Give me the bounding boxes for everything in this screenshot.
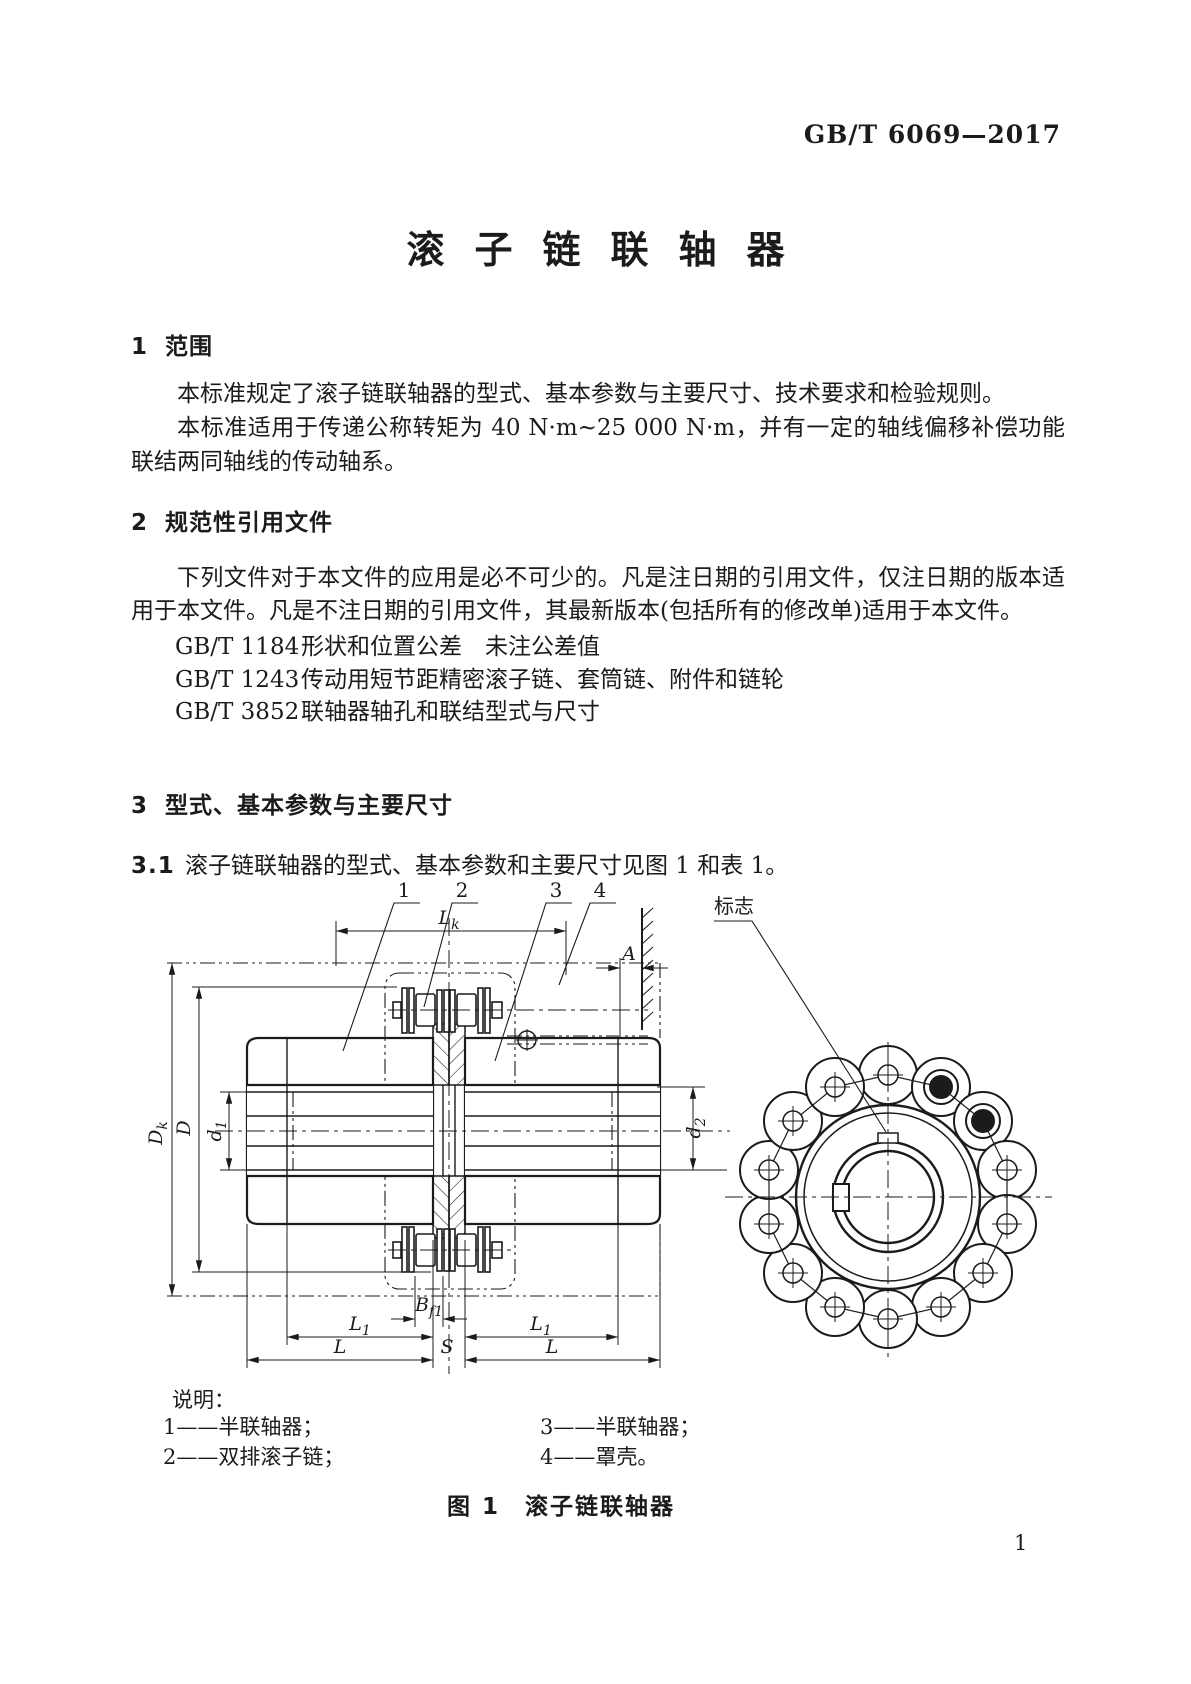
legend-item-1: 1——半联轴器；	[163, 1415, 324, 1439]
reference-code: GB/T 1184	[175, 634, 300, 660]
dimension-d2: d2	[657, 1086, 727, 1171]
left-bore-band	[247, 1085, 433, 1176]
mark-label: 标志	[714, 894, 754, 918]
svg-text:S: S	[440, 1336, 453, 1358]
section1-number: 1	[131, 334, 149, 360]
figure-caption: 图 1 滚子链联轴器	[446, 1494, 675, 1520]
dimension-A: A	[596, 943, 668, 1035]
dimension-Dk: Dk	[145, 962, 176, 1297]
section3-title: 型式、基本参数与主要尺寸	[165, 793, 453, 819]
callout-leaders	[342, 902, 616, 1062]
callout-3: 3	[550, 878, 563, 902]
callout-4: 4	[594, 878, 607, 902]
cover-bolt-icon	[516, 1029, 538, 1051]
dimension-d1: d1	[204, 1091, 250, 1171]
mark-leader: 标志	[714, 894, 887, 1133]
dimension-L1-right: L1	[464, 1313, 619, 1341]
section3-1-text: 滚子链联轴器的型式、基本参数和主要尺寸见图 1 和表 1。	[185, 853, 789, 879]
reference-item: GB/T 1243传动用短节距精密滚子链、套筒链、附件和链轮	[175, 664, 1109, 697]
section3-1-paragraph: 3.1 滚子链联轴器的型式、基本参数和主要尺寸见图 1 和表 1。	[131, 849, 1065, 883]
svg-text:Bf1: Bf1	[414, 1294, 443, 1320]
callout-1: 1	[398, 878, 411, 902]
svg-text:L: L	[333, 1336, 347, 1358]
page-number: 1	[1014, 1531, 1028, 1555]
svg-text:L1: L1	[348, 1313, 371, 1339]
sprocket-teeth-section	[432, 1023, 466, 1239]
dimension-D: D	[173, 986, 431, 1273]
section2-number: 2	[131, 510, 149, 536]
reference-title: 形状和位置公差 未注公差值	[301, 634, 600, 660]
reference-code: GB/T 1243	[175, 666, 300, 693]
svg-text:d1: d1	[204, 1120, 230, 1141]
connecting-link-rollers	[923, 1069, 1001, 1139]
reference-item: GB/T 1184形状和位置公差 未注公差值	[175, 631, 1109, 664]
svg-text:Lk: Lk	[437, 907, 459, 933]
legend-item-4: 4——罩壳。	[540, 1445, 659, 1469]
section3-number: 3	[131, 793, 149, 819]
dimension-Bf1: Bf1	[391, 1294, 467, 1323]
legend-title: 说明：	[172, 1388, 235, 1412]
section1-title: 范围	[165, 334, 213, 360]
dimension-Lk: Lk	[335, 907, 567, 975]
section1-paragraph1: 本标准规定了滚子链联轴器的型式、基本参数与主要尺寸、技术要求和检验规则。	[177, 381, 1005, 407]
left-view-cross-section: 1 2 3 4 Lk A Dk	[145, 878, 730, 1374]
section2-paragraph: 下列文件对于本文件的应用是必不可少的。凡是注日期的引用文件，仅注日期的版本适用于…	[131, 565, 1065, 624]
reference-item: GB/T 3852联轴器轴孔和联结型式与尺寸	[175, 696, 1109, 729]
svg-text:d2: d2	[683, 1117, 709, 1138]
reference-list: GB/T 1184形状和位置公差 未注公差值 GB/T 1243传动用短节距精密…	[131, 631, 1109, 729]
section2-heading: 2 规范性引用文件	[131, 503, 333, 537]
right-half-coupling	[463, 1036, 662, 1226]
svg-text:D: D	[173, 1120, 195, 1136]
fixed-wall	[641, 907, 654, 1030]
dimension-L-left: L	[246, 1336, 434, 1364]
reference-title: 联轴器轴孔和联结型式与尺寸	[301, 699, 600, 725]
section3-heading: 3 型式、基本参数与主要尺寸	[131, 786, 453, 820]
dimension-L-right: L	[464, 1336, 661, 1364]
reference-code: GB/T 3852	[175, 699, 300, 725]
standard-code: GB/T 6069—2017	[803, 120, 1061, 149]
svg-text:L: L	[545, 1336, 559, 1358]
section1-heading: 1 范围	[131, 327, 213, 361]
section2-title: 规范性引用文件	[165, 510, 333, 536]
left-half-coupling	[245, 1036, 435, 1226]
chain-ring	[739, 1045, 1037, 1349]
legend-item-3: 3——半联轴器；	[540, 1415, 701, 1439]
svg-text:Dk: Dk	[145, 1121, 171, 1146]
legend-item-2: 2——双排滚子链；	[163, 1445, 345, 1469]
callout-2: 2	[456, 878, 469, 902]
section3-1-number: 3.1	[131, 853, 175, 879]
duplex-chain-top-section	[388, 987, 648, 1034]
svg-text:A: A	[620, 943, 636, 965]
section1-paragraph2: 本标准适用于传递公称转矩为 40 N·m~25 000 N·m，并有一定的轴线偏…	[131, 415, 1065, 475]
dimension-S: S	[440, 1336, 453, 1358]
document-title: 滚子链联轴器	[406, 228, 815, 272]
dimension-L1-left: L1	[286, 1313, 434, 1341]
right-view-front: 标志	[714, 894, 1052, 1360]
reference-title: 传动用短节距精密滚子链、套筒链、附件和链轮	[301, 666, 784, 693]
svg-text:L1: L1	[529, 1313, 552, 1339]
duplex-chain-bottom-section	[388, 1226, 515, 1273]
